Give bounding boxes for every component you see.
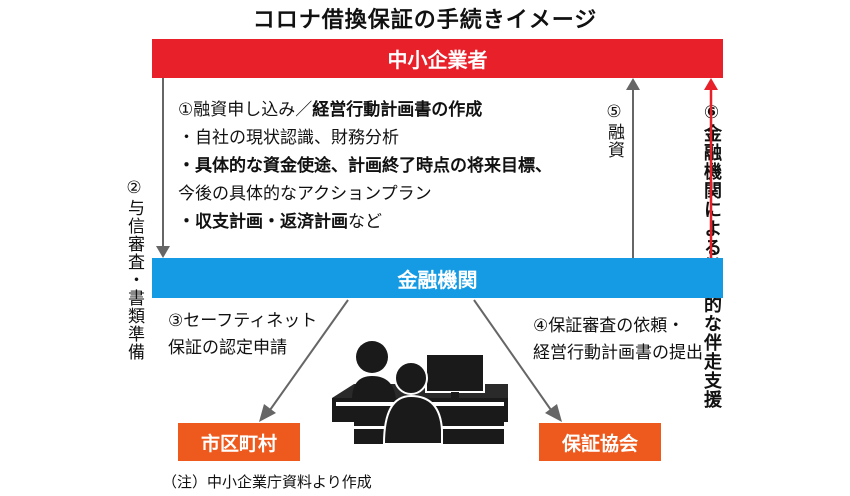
step4-block: ④保証審査の依頼・ 経営行動計画書の提出 <box>533 313 703 367</box>
step3-line2: 保証の認定申請 <box>168 338 287 358</box>
arrow-down-sme-to-bank <box>156 78 170 258</box>
step1-line4-bold: ・収支計画・返済計画 <box>178 212 348 232</box>
people-at-desk-icon <box>332 341 508 445</box>
bank-label: 金融機関 <box>397 267 478 292</box>
step1-line1: ・自社の現状認識、財務分析 <box>178 128 399 148</box>
arrow-up-support <box>704 78 718 258</box>
bank-bar: 金融機関 <box>152 258 723 298</box>
step5-label: ⑤融資 <box>604 102 624 159</box>
step1-heading: ①融資申し込み／経営行動計画書の作成 <box>178 96 552 124</box>
assoc-box: 保証協会 <box>539 423 661 461</box>
arrow-bank-to-assoc <box>473 299 562 422</box>
step3-block: ③セーフティネット 保証の認定申請 <box>168 308 317 362</box>
step1-heading-bold: 経営行動計画書の作成 <box>312 100 483 120</box>
assoc-label: 保証協会 <box>561 432 638 455</box>
sme-label: 中小企業者 <box>387 48 488 72</box>
diagram-title: コロナ借換保証の手続きイメージ <box>252 8 598 33</box>
city-label: 市区町村 <box>200 432 277 455</box>
step1-line2: ・具体的な資金使途、計画終了時点の将来目標、 <box>178 156 552 176</box>
step3-line1: ③セーフティネット <box>168 311 318 331</box>
step1-line4: ・収支計画・返済計画など <box>178 208 552 236</box>
step2-label: ②与信審査・書類準備 <box>124 178 144 361</box>
arrow-bank-to-city <box>259 299 349 422</box>
step4-line1: ④保証審査の依頼・ <box>533 316 685 336</box>
step1-block: ①融資申し込み／経営行動計画書の作成 ・自社の現状認識、財務分析 ・具体的な資金… <box>178 96 552 236</box>
step1-line4-plain: など <box>348 212 382 232</box>
arrow-up-loan <box>626 78 640 258</box>
city-box: 市区町村 <box>178 423 300 461</box>
step1-heading-plain: ①融資申し込み／ <box>178 100 313 120</box>
step1-line3: 今後の具体的なアクションプラン <box>178 184 432 204</box>
sme-bar: 中小企業者 <box>152 39 723 78</box>
source-note: （注）中小企業庁資料より作成 <box>162 473 372 491</box>
step4-line2: 経営行動計画書の提出 <box>533 343 703 363</box>
